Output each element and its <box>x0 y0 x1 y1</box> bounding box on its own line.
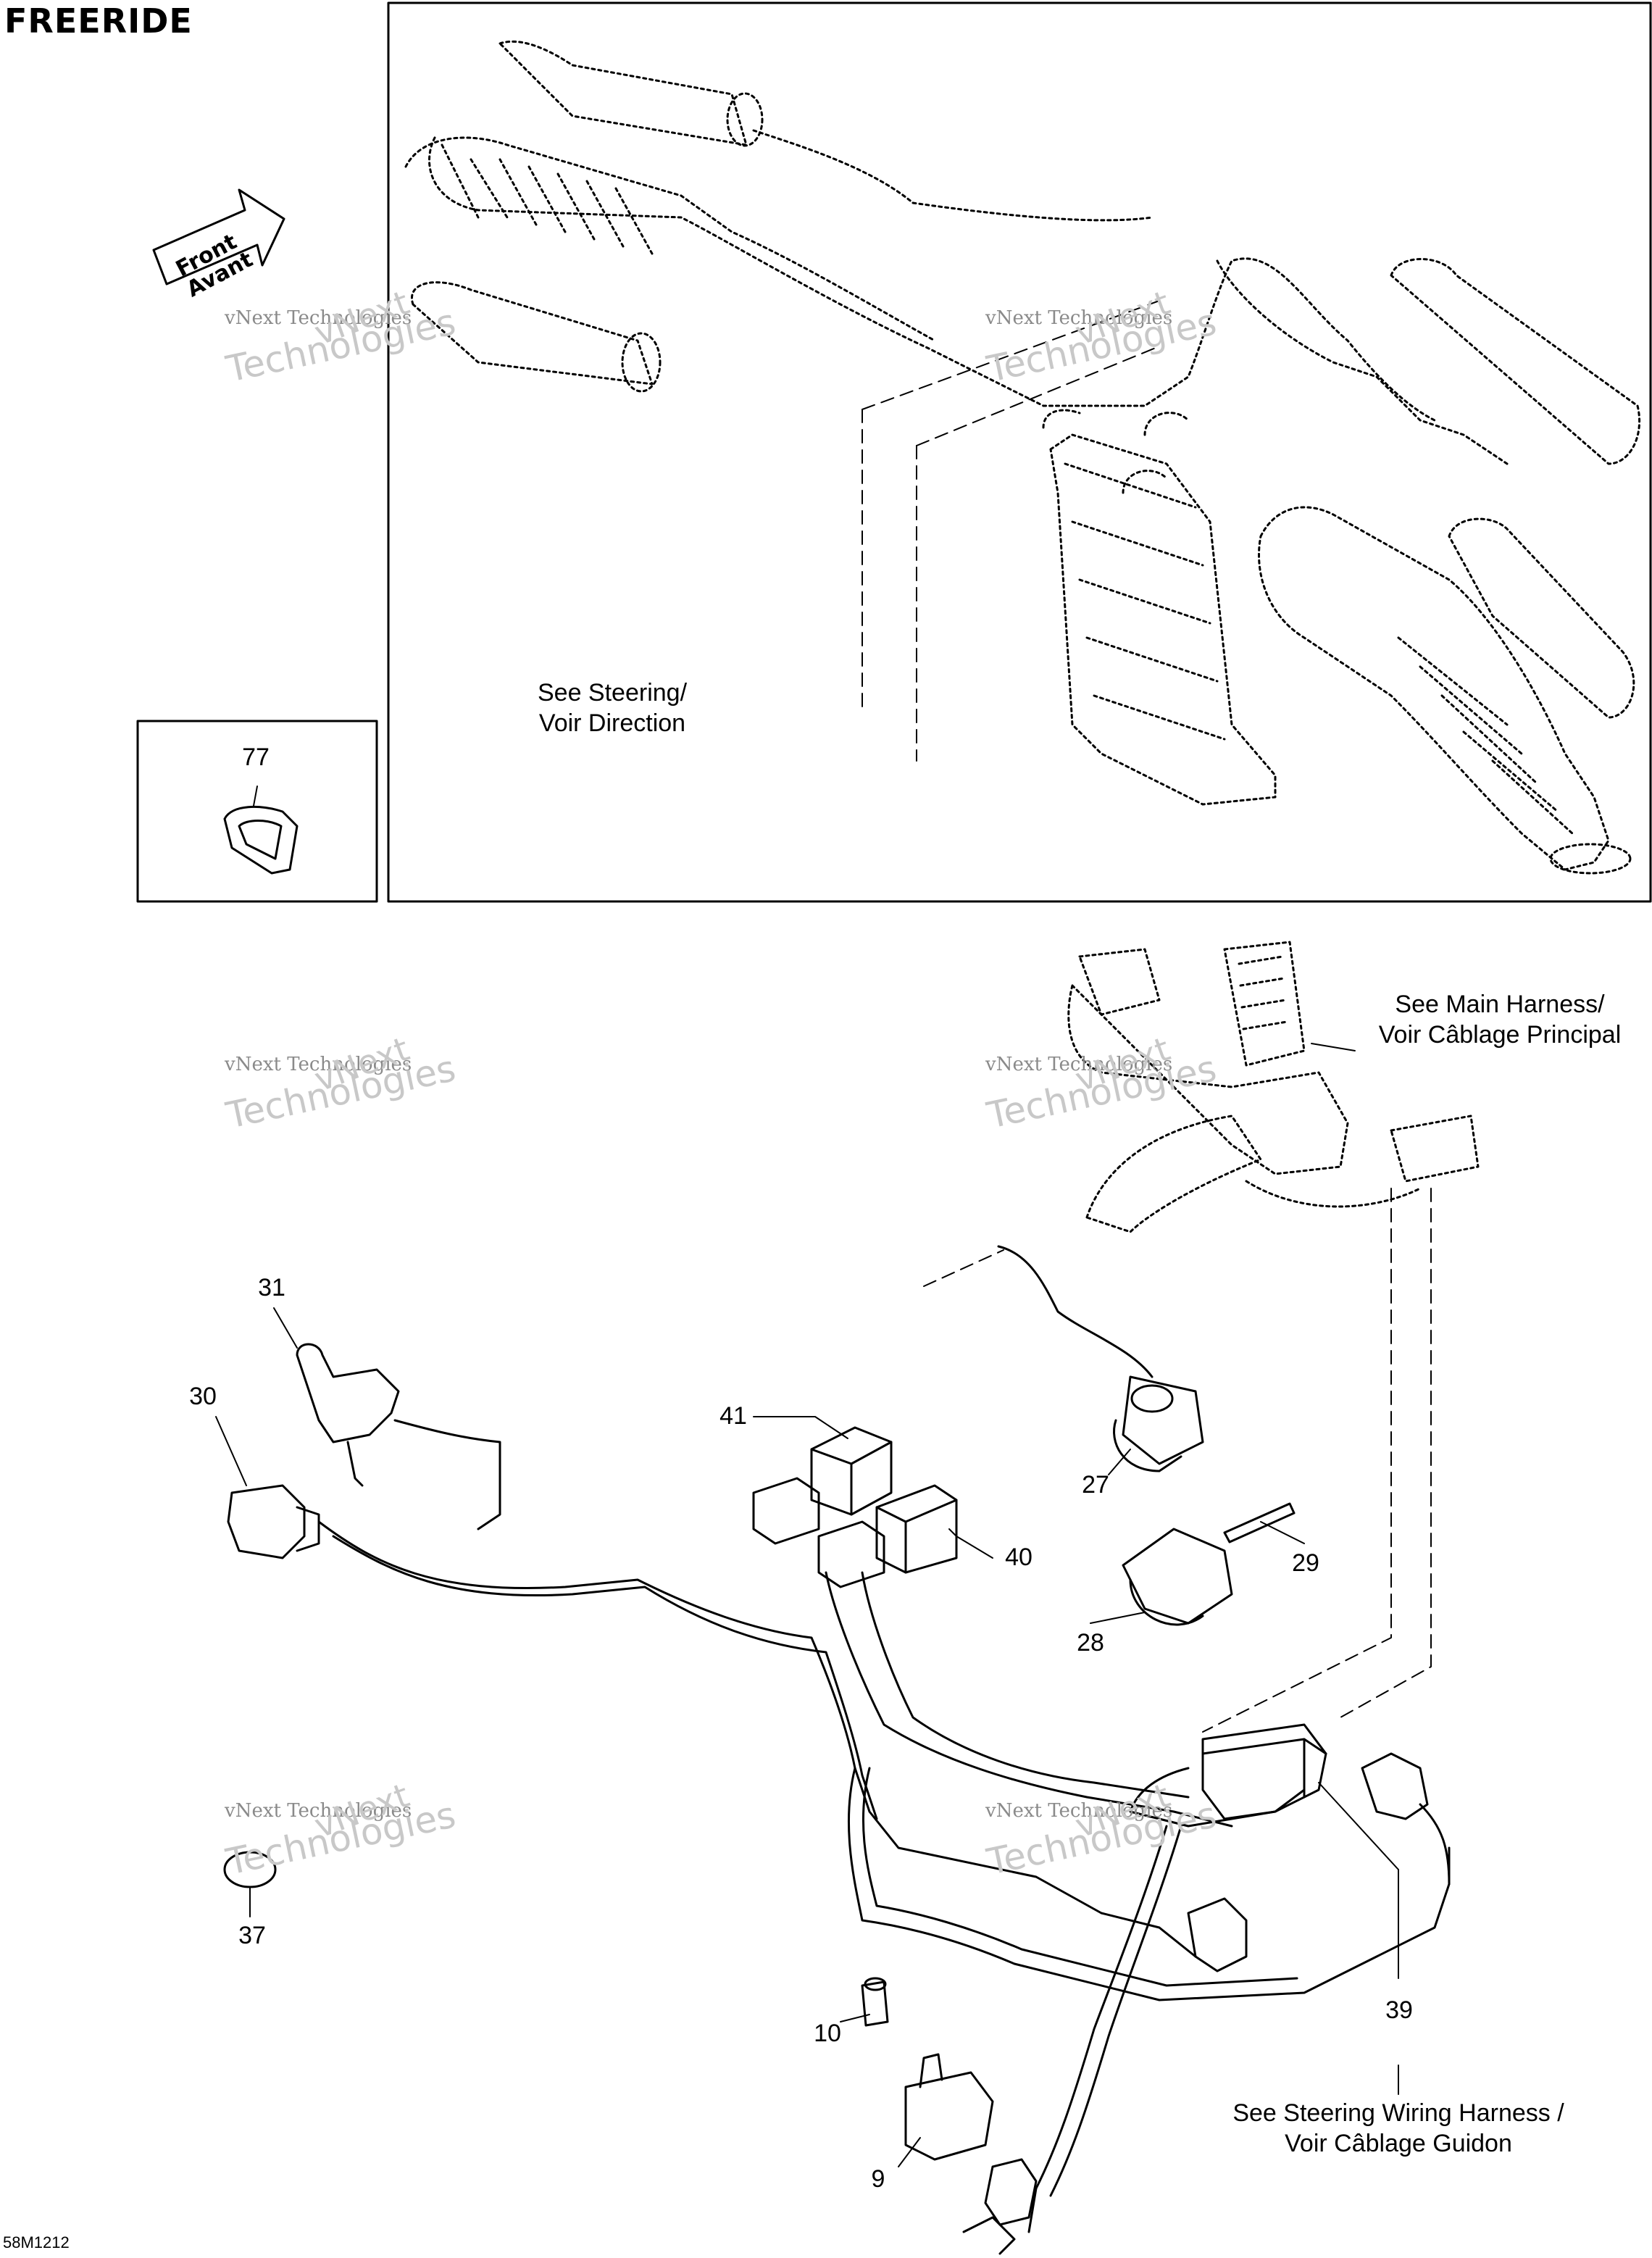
page-title: FREERIDE <box>4 1 193 41</box>
note-main-harness-line2: Voir Câblage Principal <box>1378 1021 1622 1049</box>
part-30-31 <box>227 1343 400 1559</box>
part-77 <box>223 805 299 875</box>
part-77-frame <box>136 720 378 903</box>
part-number-77: 77 <box>242 743 270 771</box>
part-28 <box>1122 1528 1233 1626</box>
front-arrow-icon <box>152 188 285 286</box>
note-steering-harness-line2: Voir Câblage Guidon <box>1285 2130 1512 2157</box>
connection-guides <box>862 300 1432 1733</box>
leader-lines <box>215 786 1399 2167</box>
note-steering-harness: See Steering Wiring Harness / Voir Câbla… <box>1210 2098 1587 2159</box>
part-number-29: 29 <box>1292 1549 1319 1577</box>
part-number-39: 39 <box>1385 1996 1413 2024</box>
connectors-40-41 <box>752 1426 958 1588</box>
part-9-10 <box>861 1977 994 2161</box>
part-number-37: 37 <box>238 1922 266 1949</box>
diagram-code: 58M1212 <box>3 2233 70 2251</box>
note-steering-line2: Voir Direction <box>538 709 686 737</box>
part-number-30: 30 <box>189 1383 217 1410</box>
note-steering-line1: See Steering/ <box>537 679 688 707</box>
main-harness-drawing <box>1067 941 1480 1233</box>
note-steering-harness-line1: See Steering Wiring Harness / <box>1232 2099 1564 2127</box>
note-steering: See Steering/ Voir Direction <box>507 678 717 738</box>
handlebar-drawing <box>404 40 1641 875</box>
note-main-harness-line1: See Main Harness/ <box>1395 991 1605 1018</box>
part-number-41: 41 <box>719 1402 747 1430</box>
part-29 <box>1223 1502 1296 1543</box>
connector-27 <box>997 1245 1204 1472</box>
part-number-31: 31 <box>258 1274 285 1301</box>
part-number-28: 28 <box>1077 1629 1104 1657</box>
part-number-40: 40 <box>1005 1543 1032 1571</box>
part-number-27: 27 <box>1082 1471 1109 1499</box>
part-37 <box>223 1851 277 1888</box>
part-number-10: 10 <box>814 2020 841 2047</box>
part-number-9: 9 <box>871 2165 885 2193</box>
note-main-harness: See Main Harness/ Voir Câblage Principal <box>1362 989 1638 1050</box>
wiring-harness <box>317 1419 1451 2255</box>
steering-frame <box>387 1 1652 903</box>
